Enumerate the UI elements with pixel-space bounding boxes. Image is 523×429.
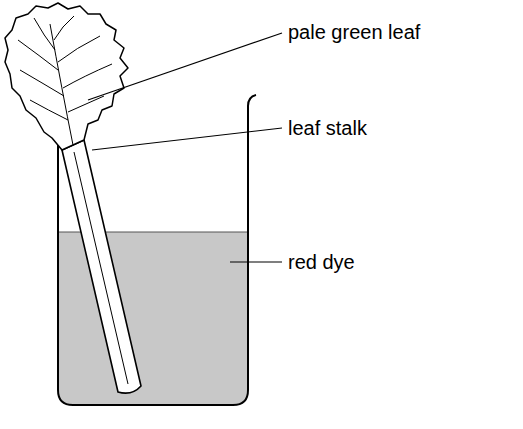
leader-lines — [88, 33, 282, 262]
stalk-groove — [74, 152, 128, 384]
part-label: red dye — [288, 250, 355, 274]
leaf-blade — [5, 3, 128, 150]
leaf-veins — [18, 16, 112, 145]
part-label: leaf stalk — [288, 116, 367, 140]
part-label: pale green leaf — [288, 20, 420, 44]
leaf-stalk — [62, 140, 141, 393]
